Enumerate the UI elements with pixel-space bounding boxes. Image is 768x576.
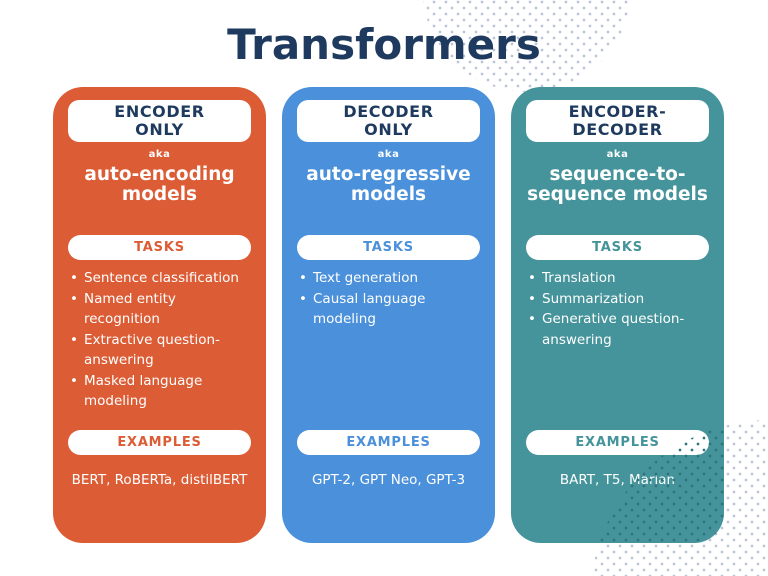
task-item: • Named entity recognition xyxy=(70,289,261,330)
card-encoder-decoder: ENCODER- DECODER aka sequence-to- sequen… xyxy=(511,87,724,543)
bullet-icon: • xyxy=(299,270,307,286)
header-line: DECODER xyxy=(572,120,663,139)
task-item: • Text generation xyxy=(299,268,490,289)
model-type-label: auto-regressive models xyxy=(282,165,495,205)
examples-list: BART, T5, Marian xyxy=(559,472,676,488)
card-decoder-only: DECODER ONLY aka auto-regressive models … xyxy=(282,87,495,543)
tasks-badge: TASKS xyxy=(297,235,480,260)
examples-badge: EXAMPLES xyxy=(526,430,709,455)
model-type-line: models xyxy=(121,183,198,205)
bullet-icon: • xyxy=(70,270,78,286)
bullet-icon: • xyxy=(528,311,536,327)
model-type-label: sequence-to- sequence models xyxy=(511,165,724,205)
aka-label: aka xyxy=(377,149,400,160)
aka-label: aka xyxy=(606,149,629,160)
examples-list: GPT-2, GPT Neo, GPT-3 xyxy=(311,472,466,488)
task-item: • Masked language modeling xyxy=(70,371,261,412)
model-type-label: auto-encoding models xyxy=(53,165,266,205)
bullet-icon: • xyxy=(528,270,536,286)
task-list: • Translation • Summarization • Generati… xyxy=(528,268,719,350)
card-header-badge: ENCODER- DECODER xyxy=(526,100,709,142)
model-type-line: sequence-to- xyxy=(549,164,686,185)
model-type-line: models xyxy=(350,183,427,205)
page-title: Transformers xyxy=(227,20,541,69)
task-item: • Sentence classification xyxy=(70,268,261,289)
task-item: • Extractive question- answering xyxy=(70,330,261,371)
examples-badge: EXAMPLES xyxy=(297,430,480,455)
header-line: ENCODER- xyxy=(568,102,667,122)
aka-label: aka xyxy=(148,149,171,160)
examples-list: BERT, RoBERTa, distilBERT xyxy=(71,472,248,488)
task-item: • Translation xyxy=(528,268,719,289)
model-type-line: auto-encoding xyxy=(84,164,235,185)
card-encoder-only: ENCODER ONLY aka auto-encoding models TA… xyxy=(53,87,266,543)
header-line: ONLY xyxy=(135,120,184,139)
task-item: • Causal language modeling xyxy=(299,289,490,330)
task-list: • Sentence classification • Named entity… xyxy=(70,268,261,412)
bullet-icon: • xyxy=(299,290,307,307)
task-item: • Summarization xyxy=(528,289,719,310)
bullet-icon: • xyxy=(528,290,536,307)
tasks-badge: TASKS xyxy=(68,235,251,260)
tasks-badge: TASKS xyxy=(526,235,709,260)
card-header-badge: DECODER ONLY xyxy=(297,100,480,142)
model-type-line: auto-regressive xyxy=(306,164,471,185)
header-line: ENCODER xyxy=(114,102,205,122)
task-list: • Text generation • Causal language mode… xyxy=(299,268,490,330)
task-item: • Generative question- answering xyxy=(528,309,719,350)
examples-badge: EXAMPLES xyxy=(68,430,251,455)
bullet-icon: • xyxy=(70,372,78,389)
bullet-icon: • xyxy=(70,290,78,307)
bullet-icon: • xyxy=(70,331,78,348)
card-header-badge: ENCODER ONLY xyxy=(68,100,251,142)
model-type-line: sequence models xyxy=(527,183,708,205)
header-line: DECODER xyxy=(343,102,434,122)
header-line: ONLY xyxy=(364,120,413,139)
